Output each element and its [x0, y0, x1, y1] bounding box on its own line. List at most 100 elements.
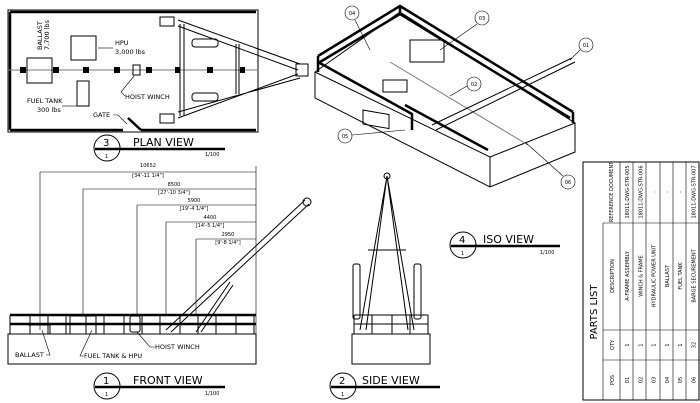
cell-pos: 04 [665, 377, 671, 383]
ballast-block [26, 57, 53, 84]
hoist-winch [132, 64, 141, 76]
table-row: 03 1 HYDRAULIC POWER UNIT - [652, 191, 658, 383]
view-title: FRONT VIEW [133, 374, 203, 387]
view-number: 3 [103, 138, 109, 149]
callout-01: 01 [583, 43, 589, 49]
gate [127, 117, 142, 131]
cell-reference: 18011-DWG-STR-005 [625, 165, 631, 218]
iso-view: 04 03 01 02 05 06 4 1 ISO VIEW 1/100 [314, 4, 594, 259]
plan-view-title: 3 1 PLAN VIEW 1/100 [93, 134, 225, 162]
cell-reference: 18011-DWG-STR-007 [692, 165, 698, 218]
callout-04: 04 [349, 11, 355, 17]
dim-10652-imperial: [34'-11 1/4"] [132, 173, 164, 179]
dimensions: 10652 [34'-11 1/4"] 8500 [27'-10 3/4"] 5… [39, 163, 257, 334]
railing [9, 313, 256, 335]
table-row: 05 1 FUEL TANK - [678, 191, 684, 383]
sheet-number: 1 [461, 251, 464, 257]
dim-5900-imperial: [19'-4 1/4"] [180, 206, 209, 212]
cell-qty: 1 [678, 343, 684, 346]
dim-2950: 2950 [222, 232, 235, 238]
cell-description: A-FRAME ASSEMBLY [625, 250, 631, 301]
header-qty: QTY [610, 339, 616, 350]
cell-description: BALLAST [665, 264, 671, 287]
callout-06: 06 [565, 180, 571, 186]
dim-2950-imperial: [9'-8 1/4"] [215, 240, 240, 246]
cell-qty: 32 [692, 342, 698, 348]
table-row: 06 32 BARGE SECUREMENT 18011-DWG-STR-007 [692, 165, 698, 383]
hpu-block [70, 35, 97, 61]
iso-boom [431, 57, 576, 131]
hpu-label: HPU [115, 39, 129, 47]
view-number: 1 [103, 376, 109, 387]
cell-pos: 06 [692, 377, 698, 383]
view-title: ISO VIEW [483, 233, 534, 246]
cell-reference: - [652, 191, 658, 193]
securement-points [20, 67, 245, 73]
dim-8500-imperial: [27'-10 3/4"] [158, 190, 190, 196]
parts-list-title: PARTS LIST [589, 284, 600, 340]
hpu-weight: 3,000 lbs [115, 48, 146, 56]
fuel-tank-weight: 300 lbs [37, 106, 61, 114]
header-pos: POS [610, 375, 616, 385]
header-description: DESCRIPTION [610, 259, 616, 293]
side-view: 2 1 SIDE VIEW [329, 172, 440, 400]
cell-description: WINCH & FRAME [638, 255, 644, 297]
view-scale: 1/100 [205, 391, 219, 397]
cell-reference: 18011-DWG-STR-006 [638, 165, 644, 218]
view-title: PLAN VIEW [133, 136, 194, 149]
callout-03: 03 [479, 16, 485, 22]
barge-hull-iso [314, 72, 576, 188]
hoist-winch-label: HOIST WINCH [125, 93, 170, 101]
plan-view: BALLAST 7,700 lbs HPU 3,000 lbs FUEL TAN… [7, 9, 309, 162]
ballast-label: BALLAST [36, 21, 44, 50]
iso-view-title: 4 1 ISO VIEW 1/100 [449, 231, 560, 259]
dim-5900: 5900 [188, 198, 201, 204]
fuel-hpu-label: FUEL TANK & HPU [84, 352, 142, 360]
header-reference: REFERENCE DOCUMENT [609, 161, 615, 222]
front-view-title: 1 1 FRONT VIEW 1/100 [93, 372, 225, 400]
dim-8500: 8500 [168, 182, 181, 188]
cell-description: HYDRAULIC POWER UNIT [652, 244, 658, 307]
callout-05: 05 [342, 134, 348, 140]
iso-ballast [362, 109, 390, 130]
cell-pos: 01 [625, 377, 631, 383]
cell-description: FUEL TANK [678, 262, 684, 290]
view-number: 4 [459, 235, 465, 246]
callout-02: 02 [471, 82, 477, 88]
a-frame-plan [159, 16, 309, 124]
ballast-weight: 7,700 lbs [43, 19, 51, 50]
sheet-number: 1 [341, 392, 344, 398]
cell-pos: 03 [652, 377, 658, 383]
sheet-number: 1 [105, 392, 108, 398]
iso-hpu [409, 39, 445, 63]
cell-qty: 1 [652, 343, 658, 346]
view-number: 2 [339, 376, 345, 387]
ballast-front-label: BALLAST [15, 351, 44, 359]
barge-hull [7, 333, 257, 365]
side-view-title: 2 1 SIDE VIEW [329, 372, 440, 400]
dim-4400: 4400 [204, 215, 217, 221]
barge-rail [8, 10, 256, 132]
cell-reference: - [678, 191, 684, 193]
cell-reference: - [665, 191, 671, 193]
cell-pos: 05 [678, 377, 684, 383]
cell-qty: 1 [625, 343, 631, 346]
a-frame-side [352, 172, 422, 331]
sheet-number: 1 [105, 154, 108, 160]
table-row: 01 1 A-FRAME ASSEMBLY 18011-DWG-STR-005 [625, 165, 631, 383]
boom [165, 197, 312, 333]
ballast-front [28, 324, 51, 334]
cell-qty: 1 [638, 343, 644, 346]
iso-fuel-tank [382, 79, 408, 93]
hoist-winch-front-label: HOIST WINCH [155, 343, 200, 351]
iso-railing [316, 4, 575, 152]
parts-list-table: PARTS LIST POS QTY DESCRIPTION REFERENCE… [582, 161, 700, 401]
fuel-tank-block [76, 80, 90, 107]
front-view: 10652 [34'-11 1/4"] 8500 [27'-10 3/4"] 5… [7, 163, 312, 400]
cell-description: BARGE SECUREMENT [692, 248, 698, 302]
barge-hull-side [351, 333, 431, 365]
barge-outline [7, 9, 259, 133]
view-scale: 1/100 [205, 152, 219, 158]
